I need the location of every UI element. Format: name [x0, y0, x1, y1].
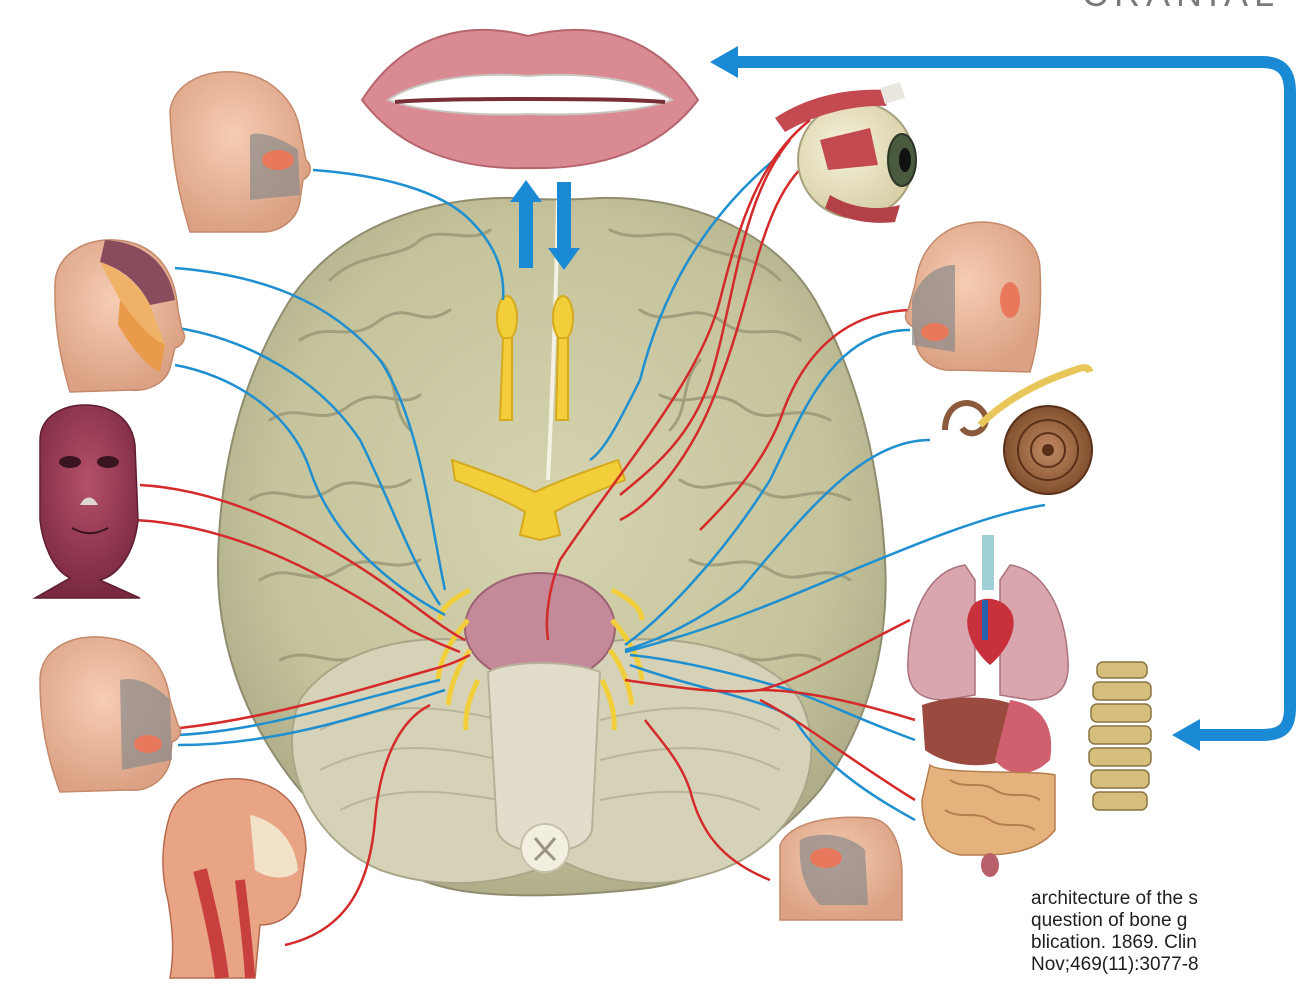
throat-icon: [780, 817, 902, 920]
trigeminal-face-icon: [55, 240, 185, 392]
caption-line: Nov;469(11):3077-8: [1031, 954, 1297, 985]
cropped-heading-fragment: CRANIAL: [1082, 0, 1297, 12]
neck-muscles-icon: [163, 779, 306, 978]
brain-inferior-view: [218, 198, 886, 895]
mouth-lips-icon: [362, 30, 698, 168]
caption-line: question of bone g: [1031, 910, 1297, 932]
arrowhead-to-mouth-icon: [710, 46, 738, 78]
taste-head-icon: [906, 222, 1041, 372]
oral-head-icon: [40, 637, 180, 792]
cervical-spine-icon: [1089, 662, 1151, 810]
thoracic-abdominal-organs-icon: [908, 535, 1068, 877]
caption-line: blication. 1869. Clin: [1031, 932, 1297, 954]
olfactory-tract-right: [556, 338, 568, 420]
arrowhead-to-spine-icon: [1172, 719, 1200, 751]
cochlea-icon: [945, 368, 1092, 494]
facial-muscles-icon: [35, 405, 140, 598]
olfactory-bulb-right: [553, 296, 573, 340]
olfactory-tract-left: [500, 338, 512, 420]
nose-head-icon: [170, 72, 310, 232]
eye-muscles-icon: [775, 82, 916, 223]
caption-line: architecture of the s: [1031, 888, 1297, 910]
olfactory-bulb-left: [497, 296, 517, 340]
